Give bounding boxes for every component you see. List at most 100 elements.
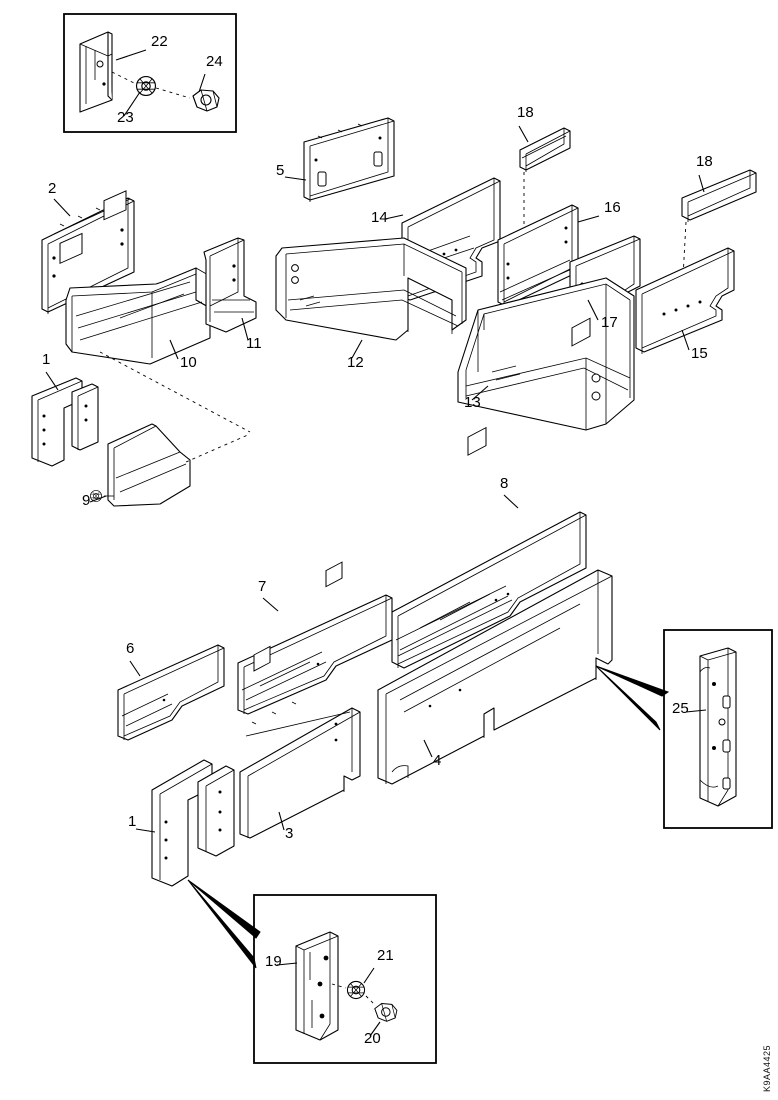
callout-leader xyxy=(471,385,489,401)
callout-number: 23 xyxy=(117,109,134,126)
part-3 xyxy=(239,561,361,839)
callout-12: 12 xyxy=(347,339,364,371)
callout-leader xyxy=(369,1021,381,1037)
callout-leader xyxy=(384,214,404,220)
callout-number: 21 xyxy=(377,947,394,964)
callout-22: 22 xyxy=(115,33,168,61)
callout-leader xyxy=(351,339,363,359)
inset-top-left xyxy=(63,13,237,133)
part-13 xyxy=(457,277,635,431)
callout-leader xyxy=(278,811,285,831)
callout-leader xyxy=(503,494,519,509)
callout-25: 25 xyxy=(672,700,707,717)
part-5 xyxy=(303,117,395,202)
callout-4: 4 xyxy=(423,739,441,769)
callout-number: 13 xyxy=(464,394,481,411)
callout-16: 16 xyxy=(577,199,621,223)
callout-leader xyxy=(284,176,307,181)
callout-leader xyxy=(115,49,147,61)
callout-number: 25 xyxy=(672,700,689,717)
callout-10: 10 xyxy=(169,339,197,371)
part-1-lower xyxy=(151,759,235,887)
part-9 xyxy=(90,423,251,507)
callout-number: 7 xyxy=(258,578,266,595)
callout-number: 15 xyxy=(691,345,708,362)
callout-leader xyxy=(45,371,59,391)
callout-leader xyxy=(198,73,206,93)
callout-number: 19 xyxy=(265,953,282,970)
callout-leader xyxy=(423,739,433,758)
callout-leader xyxy=(262,597,279,612)
callout-leader xyxy=(363,967,375,984)
part-18-b xyxy=(681,169,757,297)
callout-number: 22 xyxy=(151,33,168,50)
callout-number: 20 xyxy=(364,1030,381,1047)
part-8 xyxy=(391,511,587,669)
callout-number: 6 xyxy=(126,640,134,657)
callout-number: 1 xyxy=(42,351,50,368)
callout-18: 18 xyxy=(696,153,713,193)
callout-leader xyxy=(89,495,107,503)
callout-number: 16 xyxy=(604,199,621,216)
callout-number: 11 xyxy=(246,335,262,352)
callout-number: 14 xyxy=(371,209,388,226)
callout-leader xyxy=(169,339,179,360)
callout-1: 1 xyxy=(128,813,156,833)
callout-number: 17 xyxy=(601,314,618,331)
callout-13: 13 xyxy=(464,385,489,411)
callout-21: 21 xyxy=(363,947,394,984)
callout-6: 6 xyxy=(126,640,141,677)
inset-bottom xyxy=(187,879,437,1064)
callout-2: 2 xyxy=(48,180,71,217)
drawing-watermark: K9AA4425 xyxy=(762,1044,772,1092)
part-4 xyxy=(377,317,613,785)
callout-number: 8 xyxy=(500,475,508,492)
callout-leader xyxy=(123,91,141,117)
callout-leader xyxy=(681,329,690,351)
part-12 xyxy=(275,237,467,341)
callout-5: 5 xyxy=(276,162,307,181)
part-18-a xyxy=(519,127,571,228)
callout-number: 18 xyxy=(696,153,713,170)
callout-leader xyxy=(587,299,599,321)
callout-leader xyxy=(518,125,529,143)
part-11 xyxy=(203,237,257,333)
part-10 xyxy=(65,267,251,433)
callout-11: 11 xyxy=(241,317,262,352)
callout-24: 24 xyxy=(198,53,223,93)
callout-15: 15 xyxy=(681,329,708,362)
part-15 xyxy=(635,247,735,354)
callout-23: 23 xyxy=(117,91,141,126)
callout-1: 1 xyxy=(42,351,59,391)
callout-9: 9 xyxy=(82,492,107,509)
callout-number: 24 xyxy=(206,53,223,70)
callout-14: 14 xyxy=(371,209,404,226)
callout-leader xyxy=(698,174,705,193)
part-6 xyxy=(117,644,225,741)
callout-leader xyxy=(276,962,298,966)
callout-19: 19 xyxy=(265,953,298,970)
callout-20: 20 xyxy=(364,1021,381,1047)
callout-7: 7 xyxy=(258,578,279,612)
callout-number: 3 xyxy=(285,825,293,842)
callout-number: 1 xyxy=(128,813,136,830)
callout-leader xyxy=(129,660,141,677)
inset-right xyxy=(595,629,773,829)
callout-number: 12 xyxy=(347,354,364,371)
callout-17: 17 xyxy=(587,299,618,331)
callout-18: 18 xyxy=(517,104,534,143)
callout-leader xyxy=(685,709,707,713)
callout-leader xyxy=(135,828,156,833)
callout-8: 8 xyxy=(500,475,519,509)
callout-number: 4 xyxy=(433,752,441,769)
callout-leader xyxy=(241,317,249,341)
callout-number: 10 xyxy=(180,354,197,371)
callout-leader xyxy=(53,198,71,217)
callout-number: 2 xyxy=(48,180,56,197)
callout-3: 3 xyxy=(278,811,293,842)
callout-number: 5 xyxy=(276,162,284,179)
callout-leader xyxy=(577,215,600,223)
part-1-upper xyxy=(31,377,99,467)
